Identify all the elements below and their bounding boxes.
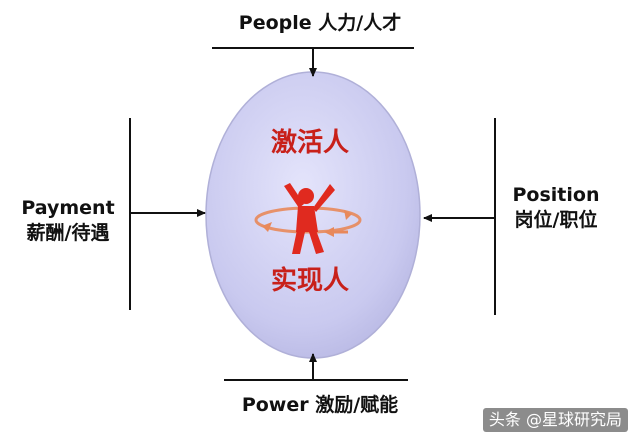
left-input-label-zh: 薪酬/待遇 <box>26 222 110 244</box>
person-arms-raised-icon <box>284 183 335 254</box>
center-bottom-text: 实现人 <box>270 266 349 296</box>
top-input-label: People 人力/人才 <box>238 12 402 34</box>
left-input-label-en: Payment <box>21 197 115 219</box>
bottom-input-label: Power 激励/赋能 <box>241 394 399 416</box>
watermark: 头条 @星球研究局 <box>482 408 628 432</box>
right-input-label-zh: 岗位/职位 <box>514 209 598 231</box>
right-input-label-en: Position <box>512 184 600 206</box>
center-top-text: 激活人 <box>270 128 349 158</box>
